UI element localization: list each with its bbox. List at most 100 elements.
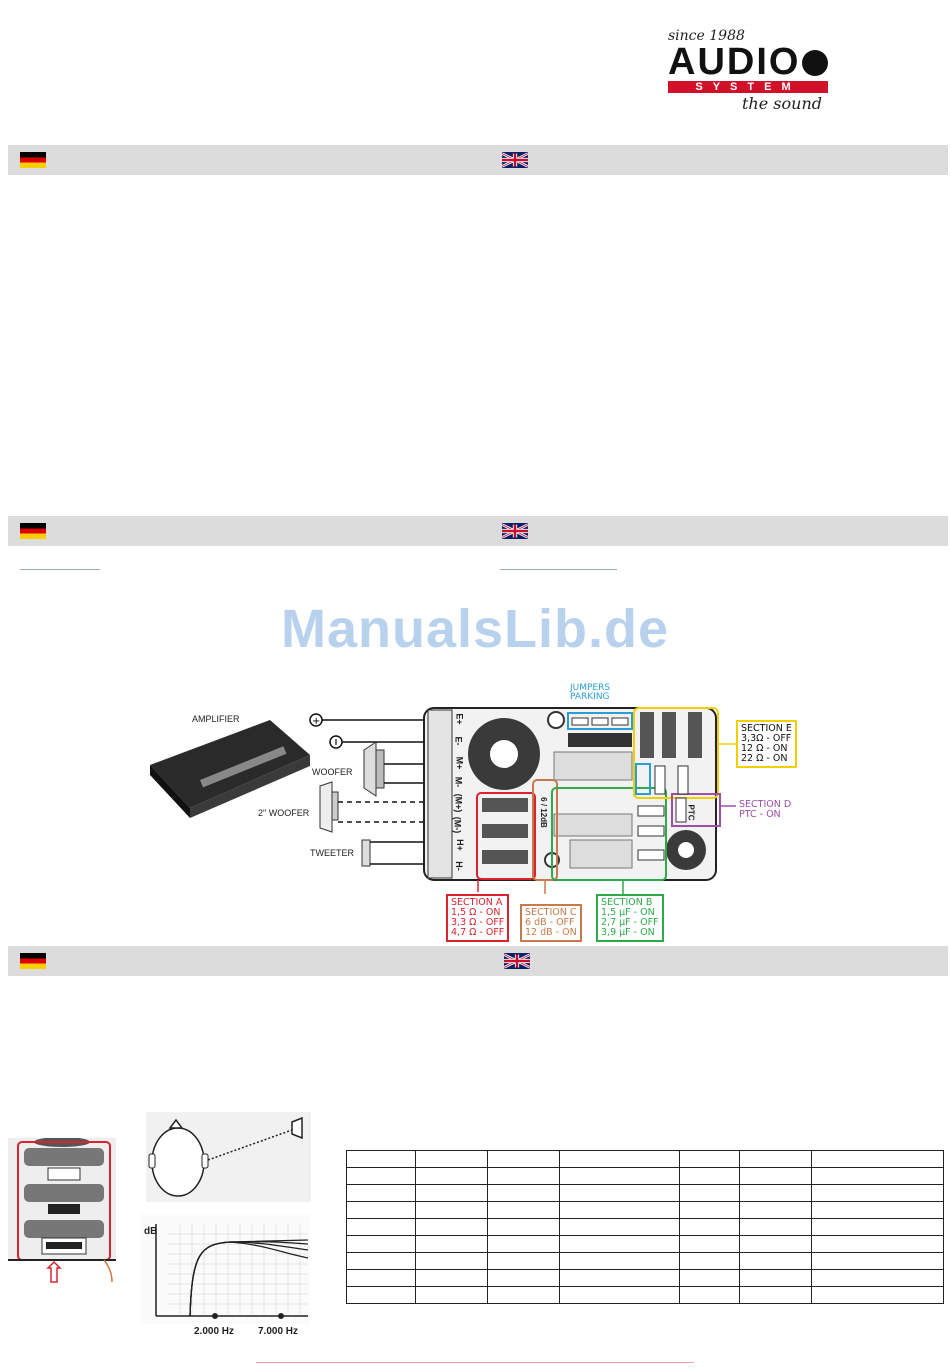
section-a-line: 4,7 Ω - OFF — [451, 927, 505, 938]
table-row — [346, 1167, 944, 1185]
german-flag-icon — [20, 152, 46, 168]
table-cell — [811, 1235, 944, 1253]
table-cell — [679, 1269, 740, 1287]
label-jumpers: JUMPERS PARKING — [570, 684, 610, 702]
terminal-block — [427, 709, 453, 879]
table-cell — [559, 1167, 680, 1185]
terminal-m2-minus: (M-) — [452, 816, 463, 834]
table-cell — [415, 1218, 488, 1236]
spec-table — [346, 1150, 944, 1304]
section-b-title: SECTION B — [601, 897, 653, 908]
table-cell — [679, 1150, 740, 1168]
underline-link-de[interactable] — [20, 569, 100, 570]
table-cell — [739, 1235, 812, 1253]
table-row — [346, 1184, 944, 1202]
logo-system: SYSTEM — [695, 81, 801, 93]
label-ptc: PTC — [686, 804, 696, 821]
table-cell — [679, 1201, 740, 1219]
section-c-line: 12 dB - ON — [525, 927, 577, 938]
section-a-line: 3,3 Ω - OFF — [451, 917, 505, 928]
listener-head-illustration — [146, 1112, 311, 1202]
section-b-box: SECTION B 1,5 µF - ON 2,7 µF - OFF 3,9 µ… — [596, 894, 664, 942]
table-cell — [739, 1150, 812, 1168]
table-row — [346, 1286, 944, 1304]
table-cell — [811, 1167, 944, 1185]
table-cell — [739, 1269, 812, 1287]
table-cell — [415, 1150, 488, 1168]
footer-line — [256, 1362, 694, 1363]
table-cell — [811, 1150, 944, 1168]
terminal-h-plus: H+ — [454, 839, 465, 851]
section-e-line: 3,3Ω - OFF — [741, 733, 792, 744]
section-d-line: PTC - ON — [739, 809, 781, 820]
section-c-box: SECTION C 6 dB - OFF 12 dB - ON — [520, 904, 582, 942]
graph-tick-2000hz: 2.000 Hz — [194, 1326, 235, 1337]
brand-logo: since 1988 AUDIO SYSTEM the sound — [666, 28, 836, 118]
section-a-box: SECTION A 1,5 Ω - ON 3,3 Ω - OFF 4,7 Ω -… — [446, 894, 510, 942]
german-flag-icon — [20, 953, 46, 969]
table-cell — [487, 1201, 560, 1219]
wiring-diagram: + — [140, 680, 820, 942]
table-row — [346, 1218, 944, 1236]
label-tweeter: TWEETER — [310, 848, 354, 858]
table-cell — [415, 1184, 488, 1202]
german-flag-icon — [20, 523, 46, 539]
table-cell — [811, 1286, 944, 1304]
terminal-m-plus: M+ — [454, 756, 465, 770]
section-b-line: 2,7 µF - OFF — [601, 917, 659, 928]
table-cell — [346, 1286, 416, 1304]
table-cell — [679, 1167, 740, 1185]
table-row — [346, 1235, 944, 1253]
table-cell — [559, 1201, 680, 1219]
label-amplifier: AMPLIFIER — [192, 714, 240, 724]
table-cell — [739, 1167, 812, 1185]
table-cell — [811, 1201, 944, 1219]
table-cell — [811, 1252, 944, 1270]
section-a-title: SECTION A — [451, 897, 503, 908]
table-cell — [811, 1184, 944, 1202]
table-cell — [679, 1184, 740, 1202]
table-cell — [346, 1218, 416, 1236]
table-cell — [415, 1201, 488, 1219]
table-cell — [679, 1235, 740, 1253]
watermark: ManualsLib.de — [280, 599, 670, 659]
table-cell — [559, 1235, 680, 1253]
graph-tick-7000hz: 7.000 Hz — [258, 1326, 299, 1337]
terminal-e-plus: E+ — [454, 713, 465, 725]
table-cell — [487, 1184, 560, 1202]
table-cell — [415, 1269, 488, 1287]
graph-ylabel: dB — [144, 1226, 158, 1237]
terminal-m2-plus: (M+) — [453, 793, 464, 813]
svg-text:+: + — [312, 716, 320, 727]
table-cell — [487, 1235, 560, 1253]
section-e-box: SECTION E 3,3Ω - OFF 12 Ω - ON 22 Ω - ON — [736, 720, 797, 768]
table-cell — [811, 1218, 944, 1236]
table-cell — [487, 1218, 560, 1236]
table-cell — [679, 1286, 740, 1304]
section-e-line: 12 Ω - ON — [741, 743, 788, 754]
table-cell — [415, 1252, 488, 1270]
table-cell — [739, 1218, 812, 1236]
label-db-switch: 6 / 12dB — [538, 797, 548, 828]
table-cell — [346, 1150, 416, 1168]
terminal-m-minus: M- — [453, 776, 464, 788]
table-row — [346, 1252, 944, 1270]
amplifier-icon — [150, 720, 310, 818]
table-cell — [559, 1286, 680, 1304]
logo-wordmark: AUDIO — [668, 41, 801, 83]
logo-tagline: the sound — [742, 94, 822, 113]
section-d-box: SECTION D PTC - ON — [736, 798, 795, 822]
underline-link-en[interactable] — [500, 569, 617, 570]
section-e-line: 22 Ω - ON — [741, 753, 788, 764]
uk-flag-icon — [502, 152, 528, 168]
language-bar-3 — [8, 946, 948, 976]
table-cell — [487, 1286, 560, 1304]
logo-since: since 1988 — [668, 28, 745, 44]
frequency-response-graph: dB 2.000 Hz 7.000 Hz — [140, 1214, 310, 1344]
terminal-h-minus: H- — [453, 861, 464, 871]
uk-flag-icon — [502, 523, 528, 539]
table-cell — [415, 1286, 488, 1304]
table-cell — [346, 1201, 416, 1219]
label-2inch-woofer: 2" WOOFER — [258, 808, 310, 818]
table-row — [346, 1201, 944, 1219]
